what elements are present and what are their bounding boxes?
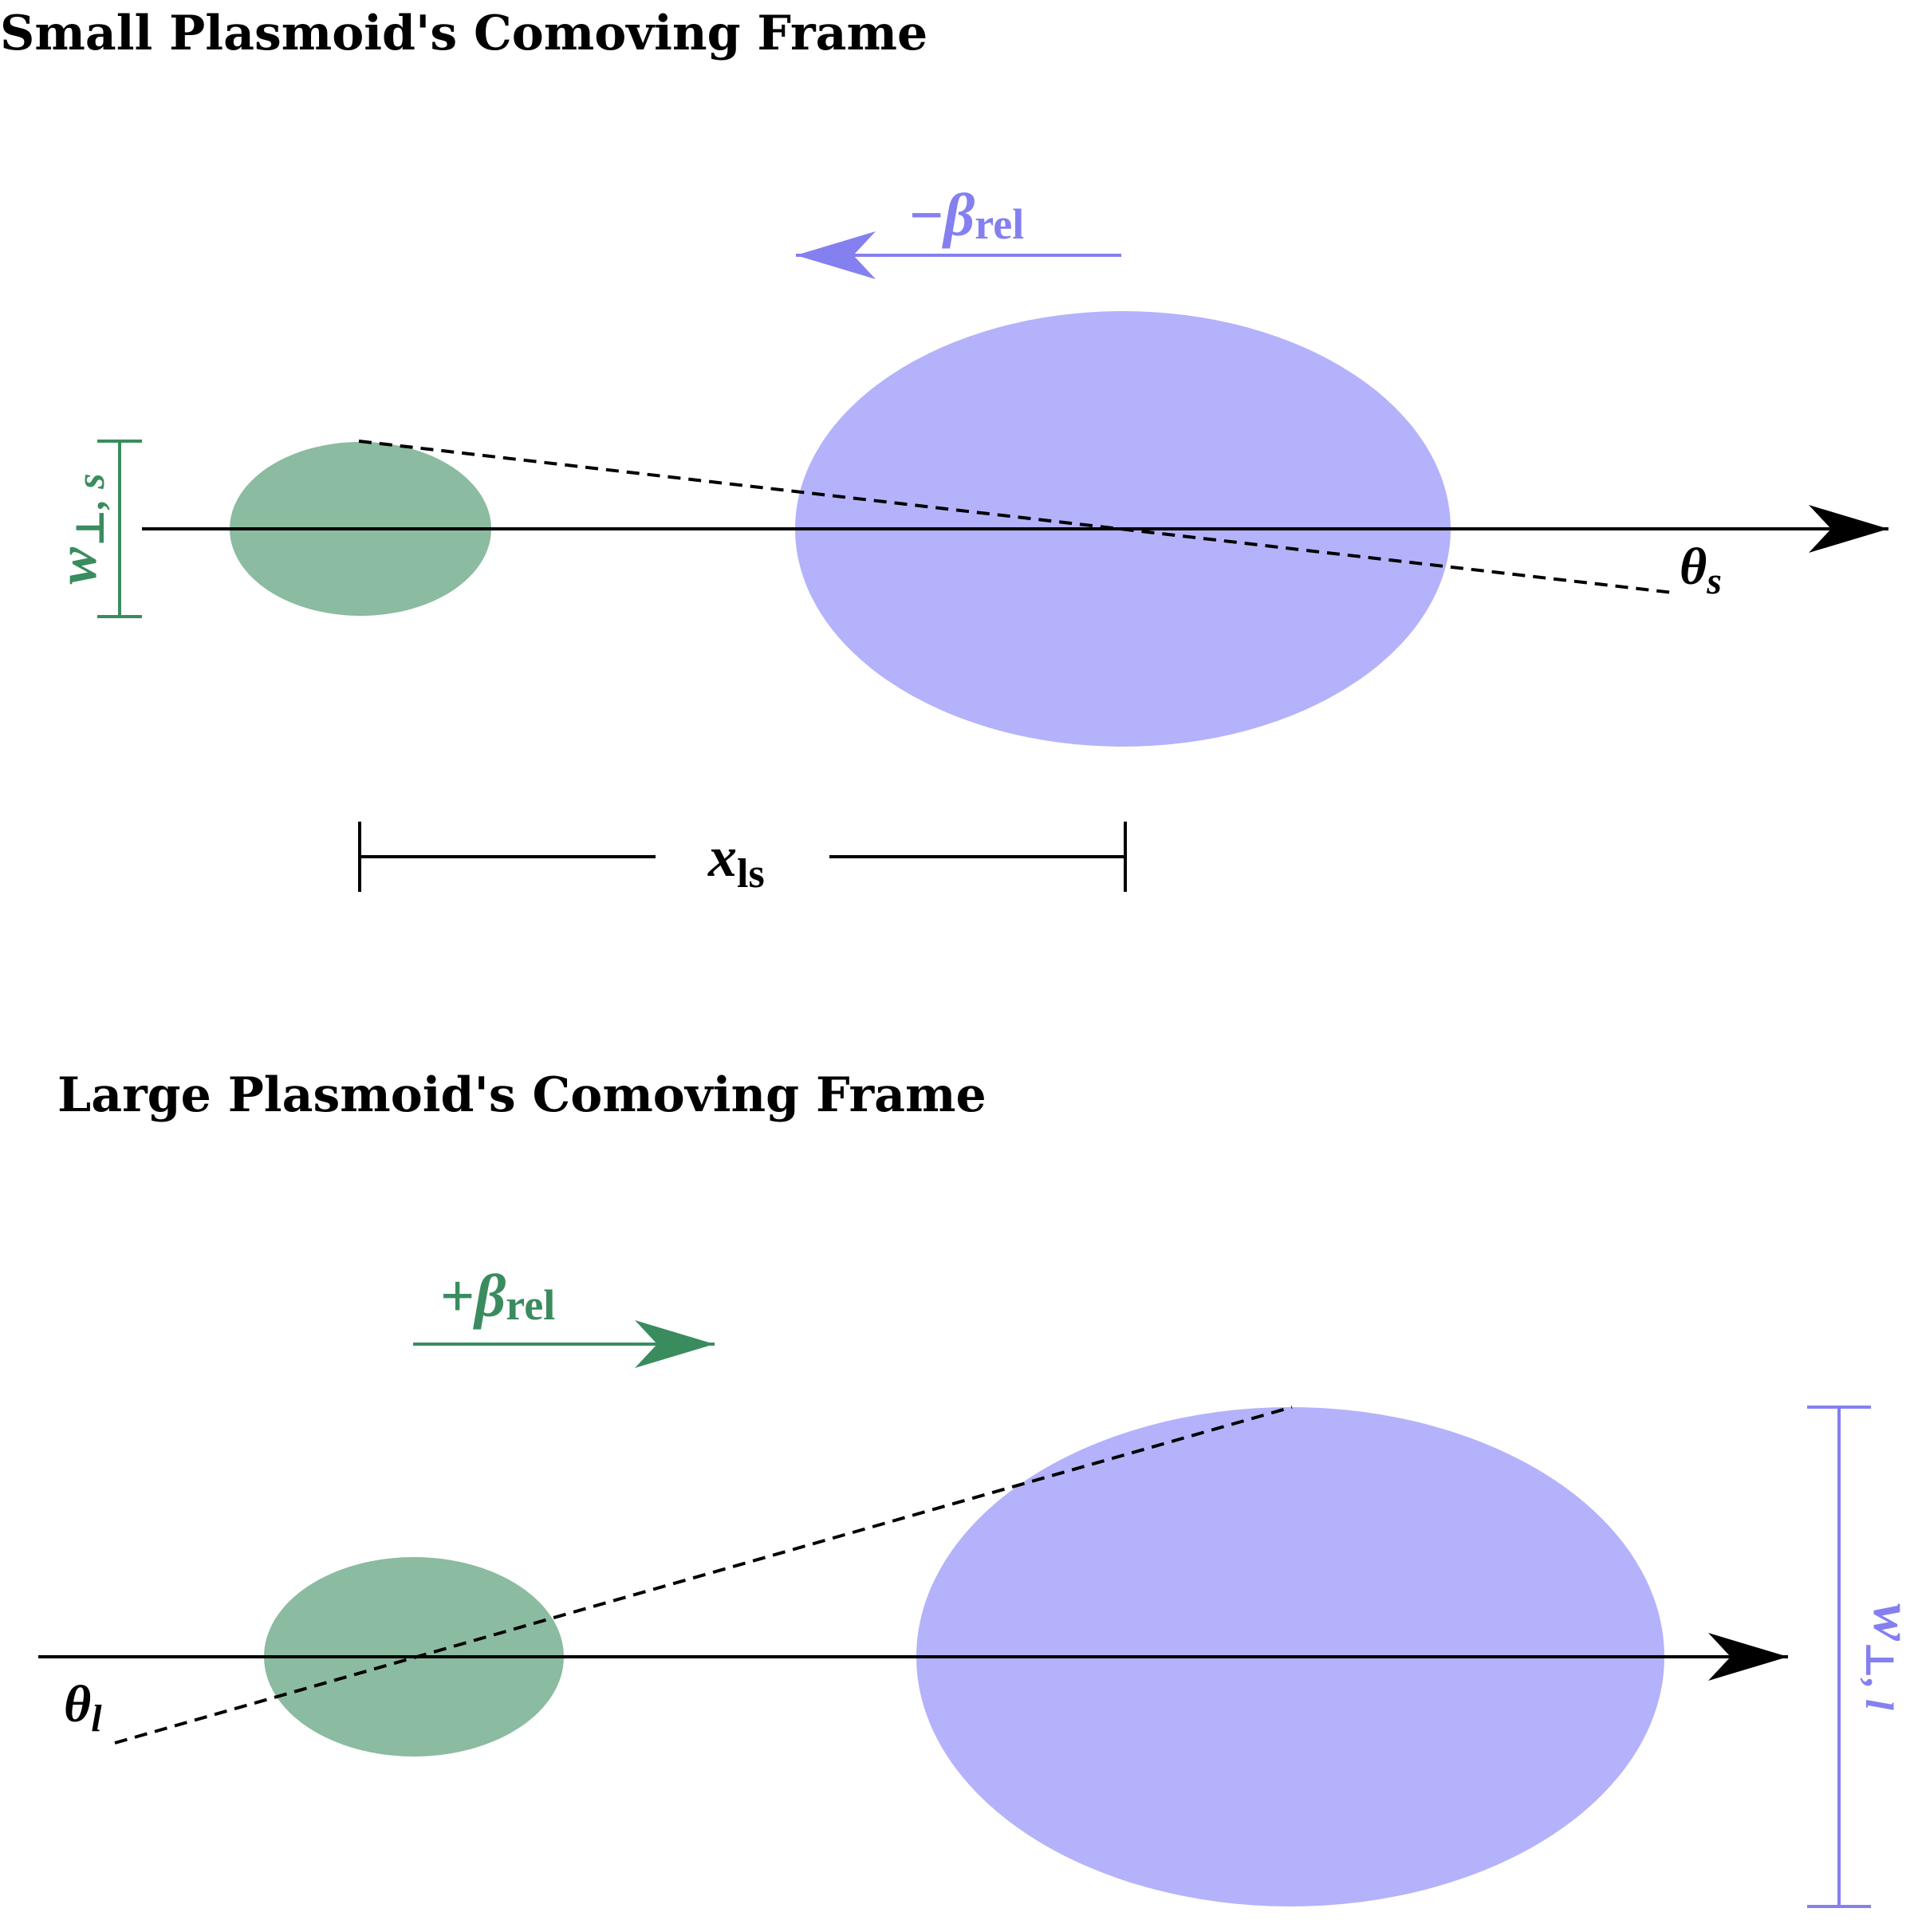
bottom-sight-line bbox=[114, 1406, 1293, 1745]
top-panel: Small Plasmoid's Comoving Frame −βrel θs… bbox=[0, 6, 1888, 897]
top-angle-label: θs bbox=[1680, 538, 1722, 602]
bottom-velocity-label: +βrel bbox=[440, 1263, 555, 1330]
large-width-label: w⊥, l bbox=[1857, 1603, 1914, 1710]
bottom-panel-title: Large Plasmoid's Comoving Frame bbox=[57, 1067, 987, 1123]
top-panel-title: Small Plasmoid's Comoving Frame bbox=[0, 6, 927, 61]
small-width-label: w⊥, s bbox=[47, 473, 112, 584]
bottom-panel: Large Plasmoid's Comoving Frame +βrel θl… bbox=[38, 1067, 1914, 1908]
top-velocity-label: −βrel bbox=[909, 182, 1024, 249]
separation-bracket bbox=[358, 822, 1127, 892]
small-width-bracket bbox=[97, 440, 142, 618]
large-width-bracket bbox=[1807, 1406, 1871, 1908]
top-sight-line bbox=[358, 440, 1674, 594]
bottom-angle-label: θl bbox=[64, 1675, 102, 1740]
separation-label: xls bbox=[707, 825, 765, 897]
